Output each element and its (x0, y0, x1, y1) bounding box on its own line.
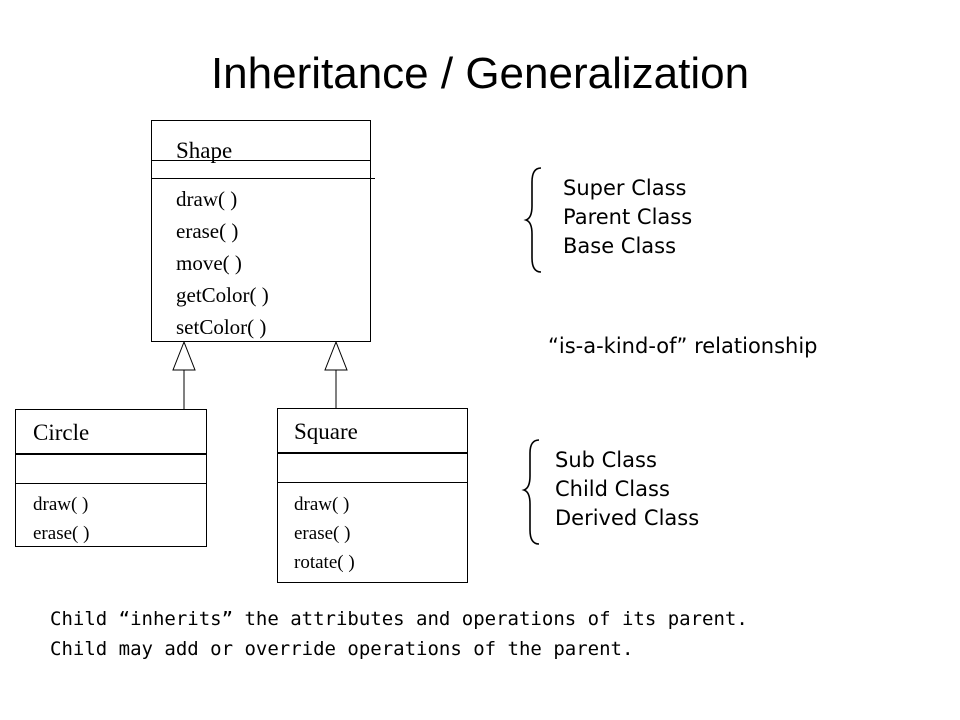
square-name-divider (278, 452, 467, 454)
circle-generalization-arrow (172, 340, 196, 371)
super-class-label: Super Class (563, 176, 687, 200)
square-attributes-divider (278, 482, 467, 483)
super-class-brace (523, 167, 542, 273)
slide-title: Inheritance / Generalization (210, 49, 750, 98)
circle-operation: draw( ) (33, 494, 89, 515)
shape-name-divider (152, 160, 370, 161)
shape-operation: setColor( ) (176, 315, 267, 339)
square-generalization-arrow (324, 340, 348, 371)
circle-class-box: Circle draw( ) erase( ) (15, 409, 207, 547)
circle-operation: erase( ) (33, 523, 90, 544)
shape-operation: erase( ) (176, 219, 239, 243)
shape-operation: getColor( ) (176, 283, 269, 307)
sub-class-label: Sub Class (555, 448, 657, 472)
circle-name-divider (16, 453, 206, 455)
shape-operation: move( ) (176, 251, 242, 275)
square-class-box: Square draw( ) erase( ) rotate( ) (277, 408, 468, 583)
sub-class-labels: Sub Class Child Class Derived Class (555, 446, 699, 533)
derived-class-label: Derived Class (555, 506, 700, 530)
footer-line: Child may add or override operations of … (50, 638, 634, 660)
shape-operation: draw( ) (176, 187, 238, 211)
shape-attributes-divider (152, 178, 375, 179)
square-class-name: Square (294, 419, 358, 444)
square-operation: rotate( ) (294, 552, 355, 573)
square-operation: erase( ) (294, 523, 351, 544)
sub-class-brace (521, 439, 540, 545)
super-class-labels: Super Class Parent Class Base Class (563, 174, 692, 261)
circle-attributes-divider (16, 483, 206, 484)
square-operation: draw( ) (294, 494, 350, 515)
parent-class-label: Parent Class (563, 205, 693, 229)
circle-class-name: Circle (33, 420, 90, 445)
footer-notes: Child “inherits” the attributes and oper… (50, 604, 748, 664)
child-class-label: Child Class (555, 477, 670, 501)
footer-line: Child “inherits” the attributes and oper… (50, 608, 748, 630)
shape-class-name: Shape (176, 138, 233, 163)
base-class-label: Base Class (563, 234, 677, 258)
shape-class-box: Shape draw( ) erase( ) move( ) getColor(… (151, 120, 375, 342)
relationship-label: “is-a-kind-of” relationship (548, 334, 818, 358)
